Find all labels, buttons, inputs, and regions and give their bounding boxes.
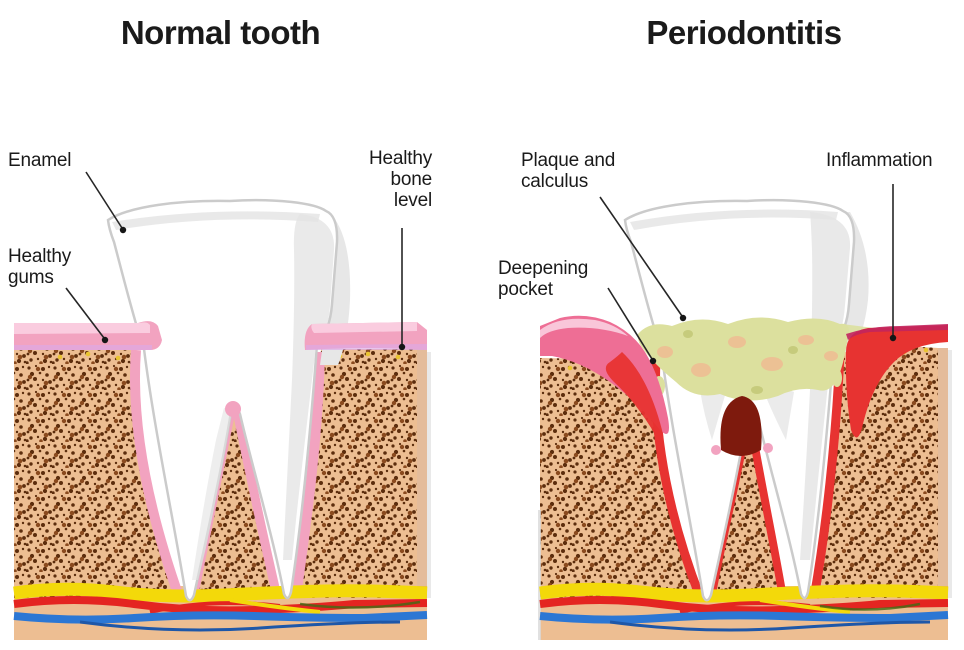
leader-dot bbox=[889, 334, 897, 342]
leader-dot bbox=[101, 336, 109, 344]
bone-edge-strip bbox=[938, 348, 948, 598]
vessels-periodontitis bbox=[539, 596, 949, 632]
leader-dot bbox=[649, 357, 657, 365]
plaque-leader-line bbox=[599, 196, 683, 317]
gums-periodontitis bbox=[540, 315, 948, 440]
healthy-bone-level-label: Healthy bone level bbox=[368, 148, 432, 211]
normal-tooth-title: Normal tooth bbox=[120, 14, 321, 51]
pocket-red-edge bbox=[605, 352, 664, 440]
leader-dot bbox=[398, 343, 406, 351]
normal-tooth-diagram bbox=[13, 198, 431, 640]
enamel-shading-top bbox=[112, 211, 320, 230]
periodontitis-title: Periodontitis bbox=[646, 14, 842, 51]
pocket-leader-line bbox=[607, 287, 653, 360]
vessel-yellow-back bbox=[539, 582, 949, 603]
pocket-dark-blob bbox=[720, 396, 762, 456]
healthy-gums-leader-line bbox=[65, 287, 105, 339]
swollen-gum-left bbox=[540, 315, 669, 434]
periodontitis-diagram bbox=[538, 198, 952, 640]
inflamed-gum-right bbox=[845, 325, 948, 438]
leader-dot bbox=[119, 226, 127, 234]
deep-pocket-abscess bbox=[711, 396, 773, 456]
vessels-normal bbox=[13, 596, 428, 632]
bone-edge-strip bbox=[417, 349, 427, 598]
plaque-and-calculus-deposits bbox=[637, 317, 874, 401]
enamel-label: Enamel bbox=[8, 150, 72, 171]
vessel-yellow-back bbox=[13, 582, 428, 603]
leader-lines bbox=[65, 171, 897, 365]
leader-dot bbox=[679, 314, 687, 322]
tooth-shape bbox=[106, 198, 339, 602]
healthy-gums-label: Healthy gums bbox=[8, 246, 72, 288]
plaque-and-calculus-label: Plaque and calculus bbox=[521, 150, 616, 192]
deepening-pocket-label: Deepening pocket bbox=[498, 258, 589, 300]
enamel-leader-line bbox=[85, 171, 123, 229]
gums-normal bbox=[14, 321, 427, 350]
tooth-normal bbox=[106, 198, 339, 602]
interdental-papilla bbox=[225, 401, 241, 417]
enamel-shading-right bbox=[283, 214, 335, 560]
inflammation-label: Inflammation bbox=[826, 150, 933, 171]
plaque-band bbox=[637, 317, 850, 401]
